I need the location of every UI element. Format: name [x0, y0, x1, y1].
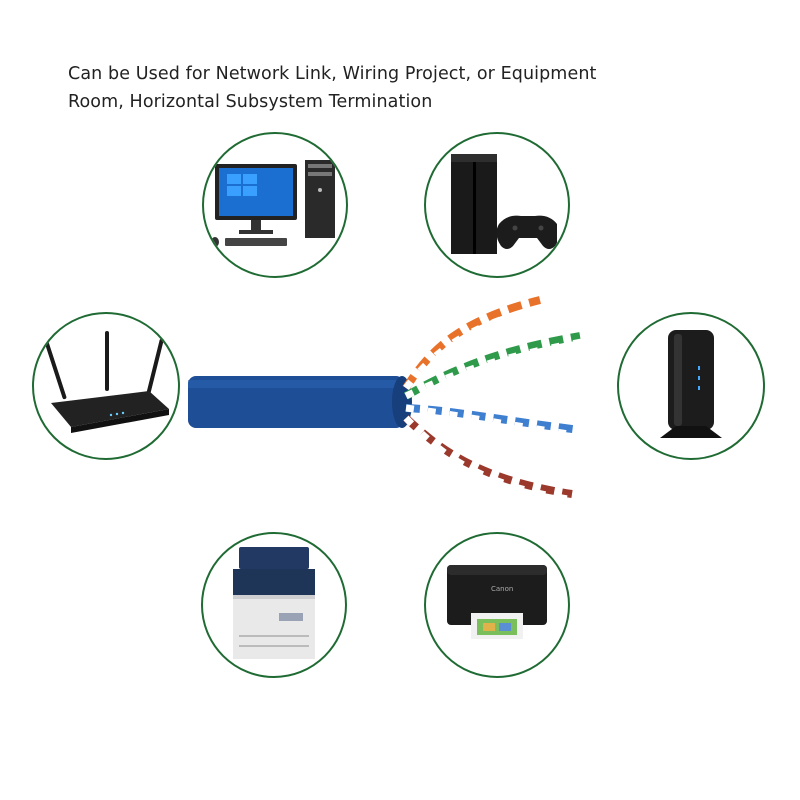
inkjet-printer-icon: Canon [447, 565, 547, 639]
canon-logo: Canon [491, 585, 513, 593]
wire-pair-green [403, 332, 581, 400]
modem-device-circle [617, 312, 765, 460]
laser-printer-icon [233, 547, 315, 659]
inkjet-printer-device-circle: Canon [424, 532, 570, 678]
game-console-icon [451, 154, 557, 254]
router-device-circle [32, 312, 180, 460]
modem-icon [660, 330, 722, 438]
console-device-circle [424, 132, 570, 278]
caption-line-1: Can be Used for Network Link, Wiring Pro… [68, 64, 597, 84]
wifi-router-icon [44, 331, 169, 433]
cable-jacket [188, 376, 404, 428]
usage-caption: Can be Used for Network Link, Wiring Pro… [68, 60, 708, 116]
laser-printer-device-circle [201, 532, 347, 678]
ethernet-cable-illustration [188, 296, 583, 504]
computer-device-circle [202, 132, 348, 278]
desktop-computer-icon [211, 160, 335, 247]
caption-line-2: Room, Horizontal Subsystem Termination [68, 92, 433, 112]
wire-pair-orange [402, 296, 541, 391]
wire-pair-brown [403, 415, 573, 498]
